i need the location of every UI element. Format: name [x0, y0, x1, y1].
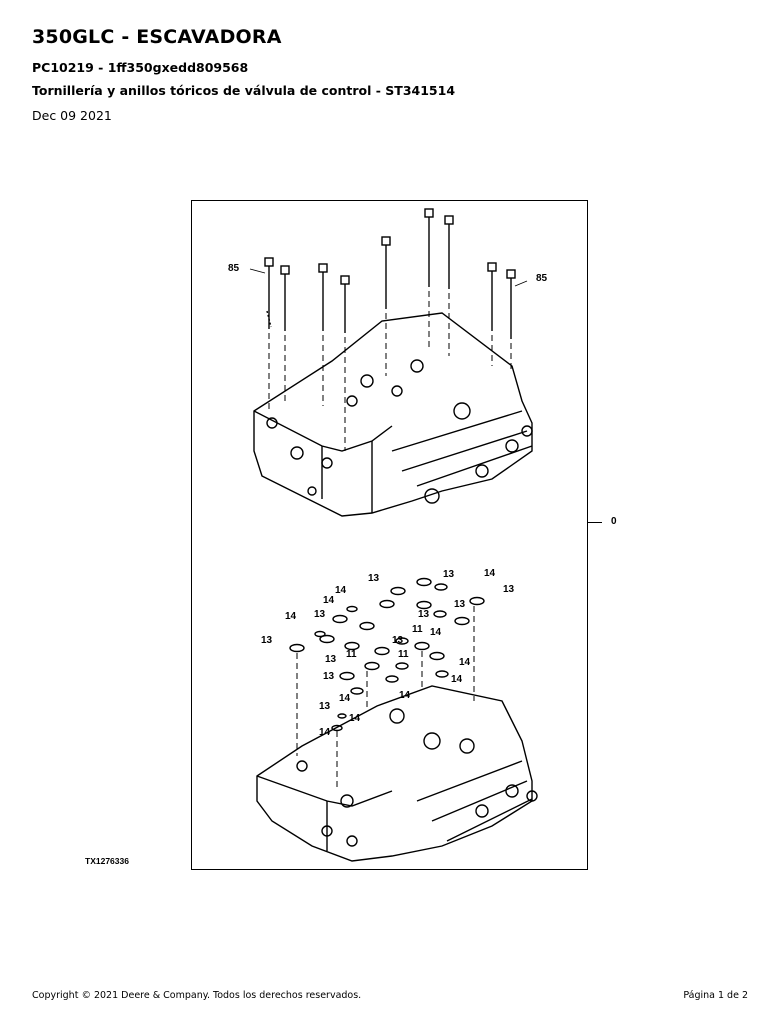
- callout-14: 14: [319, 727, 331, 738]
- callout-13: 13: [319, 701, 331, 712]
- callout-13: 13: [314, 609, 326, 620]
- callout-13: 13: [454, 599, 466, 610]
- control-valve-lower: [256, 685, 538, 862]
- model-reference: PC10219 - 1ff350gxedd809568: [32, 60, 249, 75]
- callout-13: 13: [443, 569, 455, 580]
- footer-copyright: Copyright © 2021 Deere & Company. Todos …: [32, 990, 362, 1001]
- control-valve-upper: [253, 312, 533, 517]
- parts-diagram: 85 85 13 14 13 13 14 14 13 13 14 13 13 1…: [191, 200, 588, 870]
- page-title: 350GLC - ESCAVADORA: [32, 26, 282, 48]
- o-ring-set: [289, 577, 485, 732]
- callout-13: 13: [418, 609, 430, 620]
- callout-13: 13: [392, 635, 404, 646]
- document-date: Dec 09 2021: [32, 108, 112, 123]
- callout-13: 13: [325, 654, 337, 665]
- section-title: Tornillería y anillos tóricos de válvula…: [32, 83, 456, 98]
- callout-14: 14: [349, 713, 361, 724]
- callout-11: 11: [412, 624, 423, 635]
- callout-11: 11: [398, 649, 409, 660]
- callout-14: 14: [451, 674, 463, 685]
- bolt-set: [264, 208, 516, 339]
- callout-14: 14: [399, 690, 411, 701]
- reference-label: 0: [611, 516, 617, 527]
- callout-14: 14: [339, 693, 351, 704]
- callout-14: 14: [459, 657, 471, 668]
- callout-14: 14: [484, 568, 496, 579]
- callout-14: 14: [323, 595, 335, 606]
- valve-illustration: 85 85 13 14 13 13 14 14 13 13 14 13 13 1…: [228, 208, 548, 862]
- callout-11: 11: [346, 649, 357, 660]
- footer-page-number: Página 1 de 2: [683, 990, 748, 1001]
- callout-13: 13: [261, 635, 273, 646]
- callout-14: 14: [285, 611, 297, 622]
- reference-tick: [588, 522, 602, 523]
- callout-13: 13: [368, 573, 380, 584]
- figure-id: TX1276336: [85, 856, 129, 866]
- callout-14: 14: [335, 585, 347, 596]
- callout-85-left: 85: [228, 263, 240, 274]
- callout-13: 13: [323, 671, 335, 682]
- callout-13: 13: [503, 584, 515, 595]
- callout-85-right: 85: [536, 273, 548, 284]
- callout-14: 14: [430, 627, 442, 638]
